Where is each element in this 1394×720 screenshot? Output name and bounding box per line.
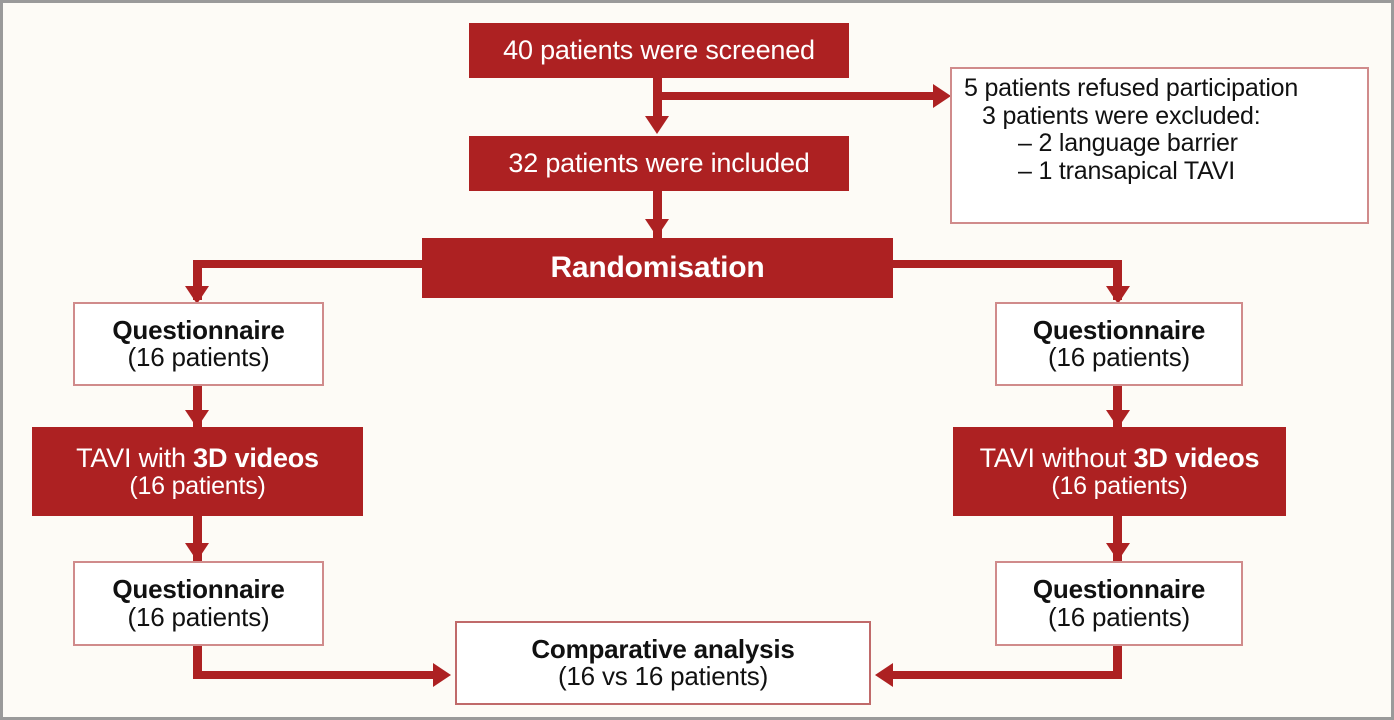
connector-right-post-horizontal — [887, 671, 1122, 679]
connector-right-questionnaire-to-tavi — [1113, 386, 1122, 428]
arrow-right-tavi-to-questionnaire — [1106, 543, 1130, 561]
arrow-screened-to-included — [645, 116, 669, 134]
arrow-randomisation-to-left-questionnaire — [185, 286, 209, 304]
connector-randomisation-right-horizontal — [887, 260, 1122, 268]
arrow-right-questionnaire-to-tavi — [1106, 410, 1130, 428]
exclusion-line-4: – 1 transapical TAVI — [1018, 156, 1235, 185]
node-exclusions: 5 patients refused participation 3 patie… — [950, 67, 1369, 224]
node-questionnaire-left-pre: Questionnaire (16 patients) — [73, 302, 324, 386]
connector-left-tavi-to-questionnaire — [193, 516, 202, 561]
node-included: 32 patients were included — [469, 136, 849, 191]
connector-randomisation-left-horizontal — [193, 260, 428, 268]
node-randomisation-label: Randomisation — [550, 251, 765, 285]
tavi-without-3d-title: TAVI without 3D videos — [980, 444, 1260, 472]
node-included-label: 32 patients were included — [508, 148, 810, 179]
node-screened: 40 patients were screened — [469, 23, 849, 78]
arrow-to-exclusions — [933, 84, 951, 108]
tavi-with-3d-emphasis: 3D videos — [193, 443, 319, 474]
node-tavi-without-3d: TAVI without 3D videos (16 patients) — [953, 427, 1286, 516]
connector-left-post-vertical — [193, 646, 202, 679]
tavi-without-3d-emphasis: 3D videos — [1133, 443, 1260, 474]
connector-randomisation-right-vertical — [1113, 260, 1122, 300]
arrow-included-to-randomisation — [645, 219, 669, 237]
questionnaire-right-pre-count: (16 patients) — [1048, 342, 1190, 372]
questionnaire-right-post-count: (16 patients) — [1048, 601, 1190, 632]
arrow-left-to-comparative — [433, 663, 451, 687]
arrow-randomisation-to-right-questionnaire — [1106, 286, 1130, 304]
node-questionnaire-right-pre: Questionnaire (16 patients) — [995, 302, 1243, 386]
node-comparative-analysis: Comparative analysis (16 vs 16 patients) — [455, 621, 871, 705]
arrow-right-to-comparative — [875, 663, 893, 687]
connector-right-tavi-to-questionnaire — [1113, 516, 1122, 561]
tavi-with-3d-title: TAVI with 3D videos — [76, 444, 319, 472]
exclusion-line-1: 5 patients refused participation — [964, 74, 1299, 102]
connector-left-post-horizontal — [193, 671, 441, 679]
questionnaire-left-pre-count: (16 patients) — [127, 342, 270, 372]
tavi-without-3d-count: (16 patients) — [1051, 471, 1188, 500]
connector-included-stem — [653, 191, 662, 239]
exclusion-line-2: 3 patients were excluded: — [982, 101, 1261, 130]
node-randomisation: Randomisation — [422, 238, 893, 298]
tavi-without-3d-prefix: TAVI without — [979, 443, 1134, 474]
tavi-with-3d-count: (16 patients) — [129, 471, 266, 500]
questionnaire-right-pre-title: Questionnaire — [1032, 314, 1206, 345]
comparative-analysis-count: (16 vs 16 patients) — [557, 661, 769, 691]
questionnaire-left-post-count: (16 patients) — [127, 601, 270, 632]
exclusion-line-3: – 2 language barrier — [1018, 129, 1238, 157]
comparative-analysis-title: Comparative analysis — [531, 633, 795, 664]
questionnaire-left-pre-title: Questionnaire — [112, 314, 285, 345]
arrow-left-tavi-to-questionnaire — [185, 543, 209, 561]
arrow-left-questionnaire-to-tavi — [185, 410, 209, 428]
node-tavi-with-3d: TAVI with 3D videos (16 patients) — [32, 427, 363, 516]
connector-exclusion-horizontal — [653, 92, 945, 100]
connector-right-post-vertical — [1113, 646, 1122, 679]
node-questionnaire-right-post: Questionnaire (16 patients) — [995, 561, 1243, 646]
node-questionnaire-left-post: Questionnaire (16 patients) — [73, 561, 324, 646]
tavi-with-3d-prefix: TAVI with — [76, 443, 194, 474]
questionnaire-left-post-title: Questionnaire — [112, 574, 285, 605]
connector-left-questionnaire-to-tavi — [193, 386, 202, 428]
questionnaire-right-post-title: Questionnaire — [1032, 574, 1206, 605]
connector-randomisation-left-vertical — [193, 260, 202, 300]
connector-screened-stem — [653, 78, 662, 122]
node-screened-label: 40 patients were screened — [503, 35, 815, 66]
